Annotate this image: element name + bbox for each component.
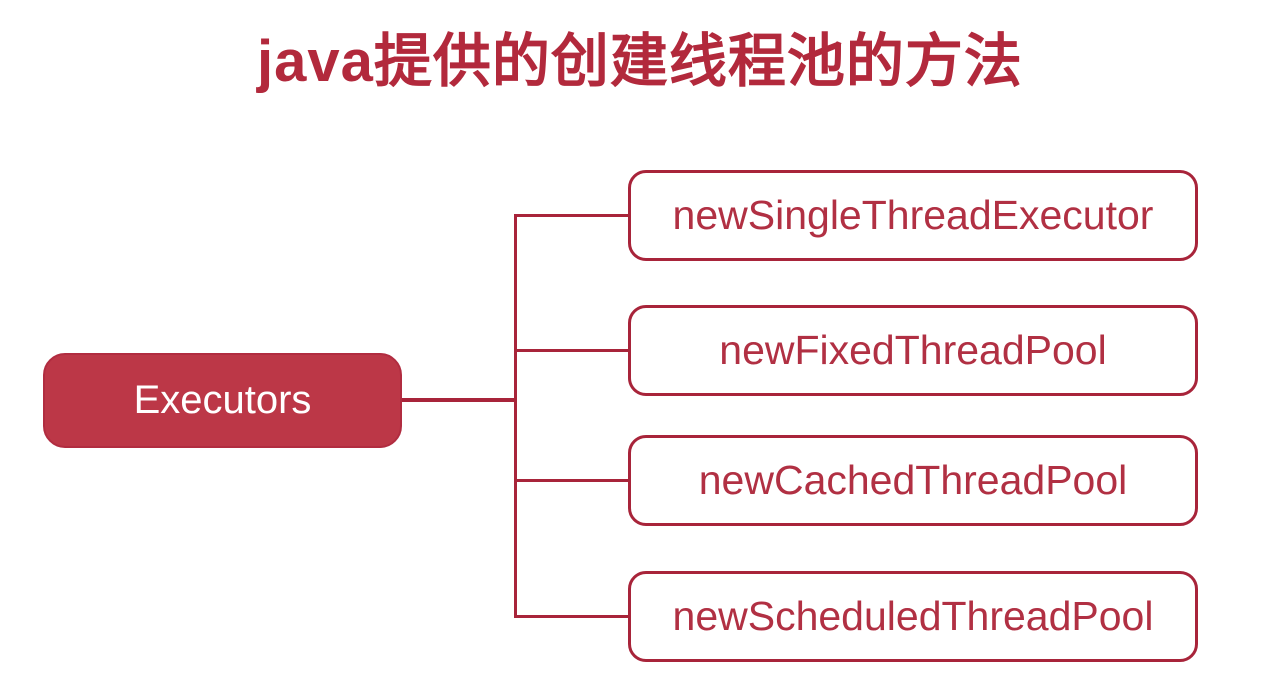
- node-executors: Executors: [43, 353, 402, 448]
- connector-branch-2: [514, 349, 630, 352]
- connector-branch-4: [514, 615, 630, 618]
- node-new-fixed-thread-pool: newFixedThreadPool: [628, 305, 1198, 396]
- connector-branch-3: [514, 479, 630, 482]
- node-executors-label: Executors: [133, 378, 312, 422]
- node-label: newFixedThreadPool: [719, 327, 1107, 373]
- node-label: newSingleThreadExecutor: [672, 192, 1154, 238]
- node-label: newCachedThreadPool: [698, 457, 1128, 503]
- node-new-cached-thread-pool: newCachedThreadPool: [628, 435, 1198, 526]
- connector-trunk: [514, 214, 517, 618]
- node-label: newScheduledThreadPool: [672, 593, 1154, 639]
- connector-root-stub: [400, 398, 516, 402]
- node-new-scheduled-thread-pool: newScheduledThreadPool: [628, 571, 1198, 662]
- page-title: java提供的创建线程池的方法: [257, 29, 1023, 94]
- node-new-single-thread-executor: newSingleThreadExecutor: [628, 170, 1198, 261]
- connector-branch-1: [514, 214, 630, 217]
